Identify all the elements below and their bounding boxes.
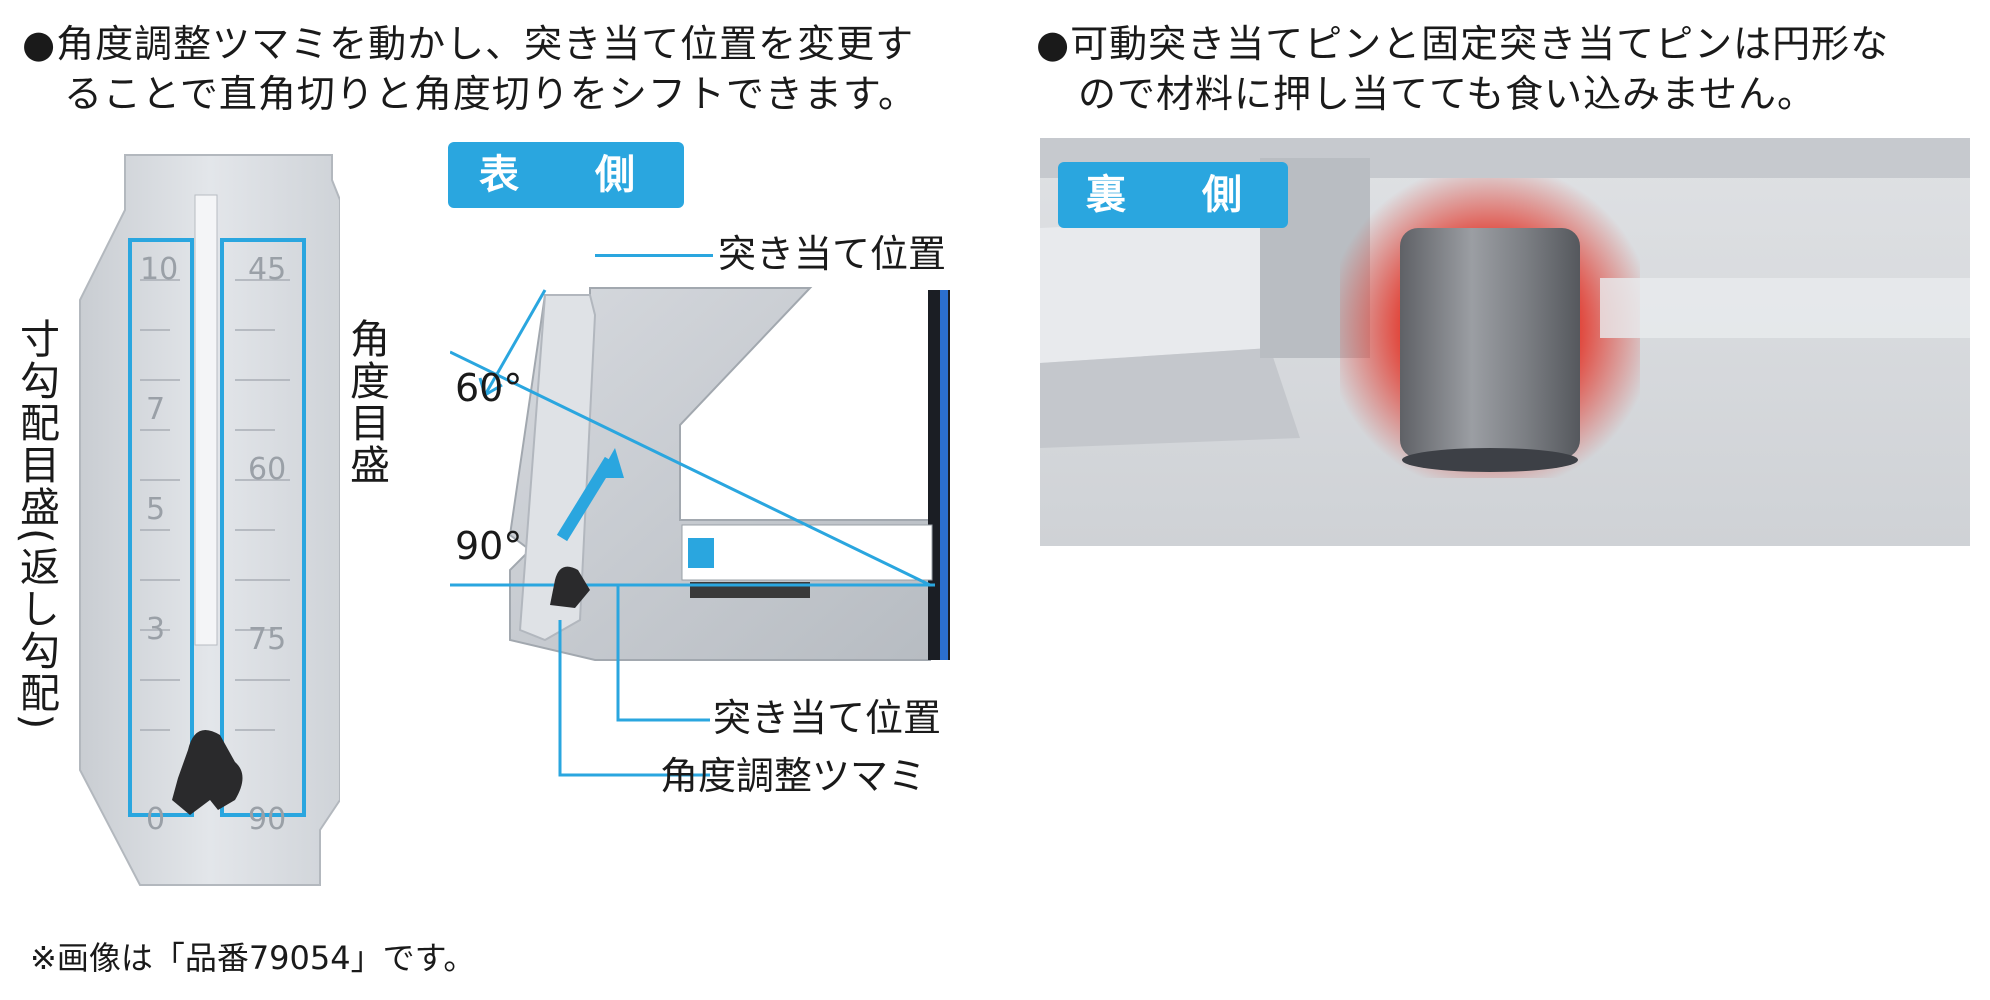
back-side-badge: 裏 側	[1058, 162, 1288, 228]
left-caption-line1: ●角度調整ツマミを動かし、突き当て位置を変更す	[22, 22, 915, 66]
sun-kobai-scale-label: 寸勾配目盛(返し勾配)	[13, 318, 59, 732]
right-tick-60: 60	[248, 452, 287, 487]
right-tick-75: 75	[248, 622, 287, 657]
left-tick-3: 3	[146, 612, 166, 647]
left-tick-10: 10	[140, 252, 179, 287]
footnote: ※画像は「品番79054」です。	[30, 939, 476, 977]
right-caption-line1: ●可動突き当てピンと固定突き当てピンは円形な	[1036, 22, 1890, 66]
knob-callout: 角度調整ツマミ	[660, 754, 927, 798]
front-side-badge: 表 側	[448, 142, 684, 208]
square-front-diagram	[450, 287, 950, 661]
left-caption-line2: ることで直角切りと角度切りをシフトできます。	[64, 72, 918, 116]
angle-60-label: 60°	[455, 366, 523, 410]
right-caption-line2: ので材料に押し当てても食い込みません。	[1078, 72, 1816, 116]
ruler-plate-image	[79, 154, 340, 886]
top-contact-callout: 突き当て位置	[718, 232, 947, 276]
bottom-contact-callout: 突き当て位置	[713, 696, 942, 740]
left-tick-7: 7	[146, 392, 166, 427]
right-tick-90: 90	[248, 802, 287, 837]
angle-90-label: 90°	[455, 524, 523, 568]
right-tick-45: 45	[248, 252, 287, 287]
bottom-callout-leaders	[558, 585, 710, 777]
top-callout-leader	[595, 254, 713, 257]
left-tick-0: 0	[146, 802, 166, 837]
left-tick-5: 5	[146, 492, 166, 527]
angle-scale-label: 角度目盛	[343, 318, 389, 486]
